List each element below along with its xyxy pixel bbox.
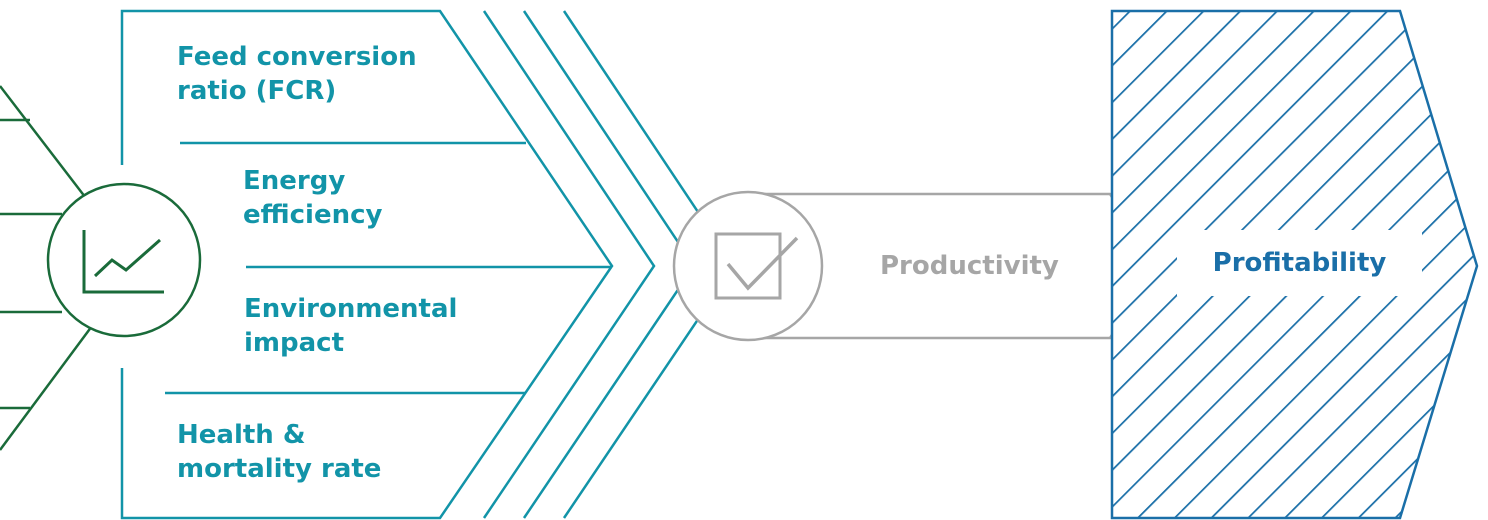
kpi-label-environmental: Environmental impact — [244, 294, 458, 358]
productivity-label: Productivity — [880, 251, 1059, 281]
profitability-label: Profitability — [1212, 248, 1387, 278]
trend-circle-outline — [46, 182, 202, 338]
input-arrow-group — [0, 85, 94, 451]
profitability-label-box: Profitability — [1177, 230, 1422, 296]
kpi-label-energy: Energy efficiency — [243, 166, 383, 230]
outer-chevron-1 — [482, 10, 656, 519]
kpi-label-fcr: Feed conversion ratio (FCR) — [177, 42, 417, 106]
checkbox-check-icon — [714, 232, 799, 300]
productivity-arrow — [672, 190, 1157, 342]
input-arrow-lower-chevron — [0, 325, 94, 451]
outer-chevron-2 — [522, 10, 696, 519]
line-chart-icon — [82, 230, 164, 294]
check-circle-outline — [672, 190, 824, 342]
kpi-label-health: Health & mortality rate — [177, 420, 382, 484]
trend-circle — [46, 182, 202, 338]
input-arrow-upper-chevron — [0, 85, 93, 207]
kpi-chevron — [120, 9, 614, 520]
